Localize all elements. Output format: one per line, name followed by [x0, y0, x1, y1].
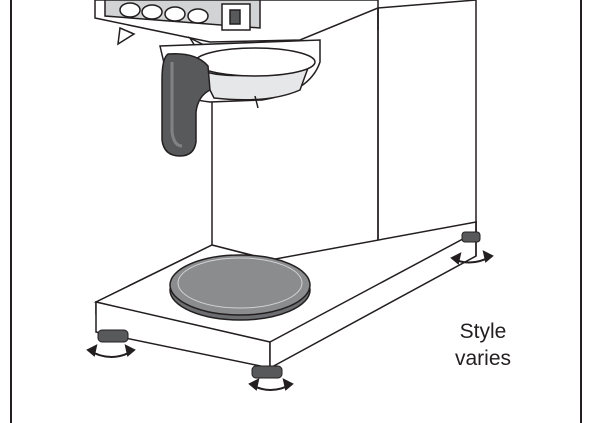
leveling-feet [97, 231, 481, 379]
foot-rear-right [461, 231, 481, 243]
style-varies-caption: Style varies [428, 318, 538, 372]
caption-line-1: Style [459, 320, 507, 343]
frame [10, 0, 582, 423]
foot-front-right [251, 365, 283, 379]
control-buttons [119, 2, 209, 24]
caption-line-2: varies [454, 347, 512, 370]
rotate-arrows [86, 250, 494, 391]
foot-front-left [97, 329, 129, 343]
brew-funnel [159, 39, 321, 109]
warmer-plate [169, 254, 311, 321]
funnel-handle [161, 53, 211, 157]
